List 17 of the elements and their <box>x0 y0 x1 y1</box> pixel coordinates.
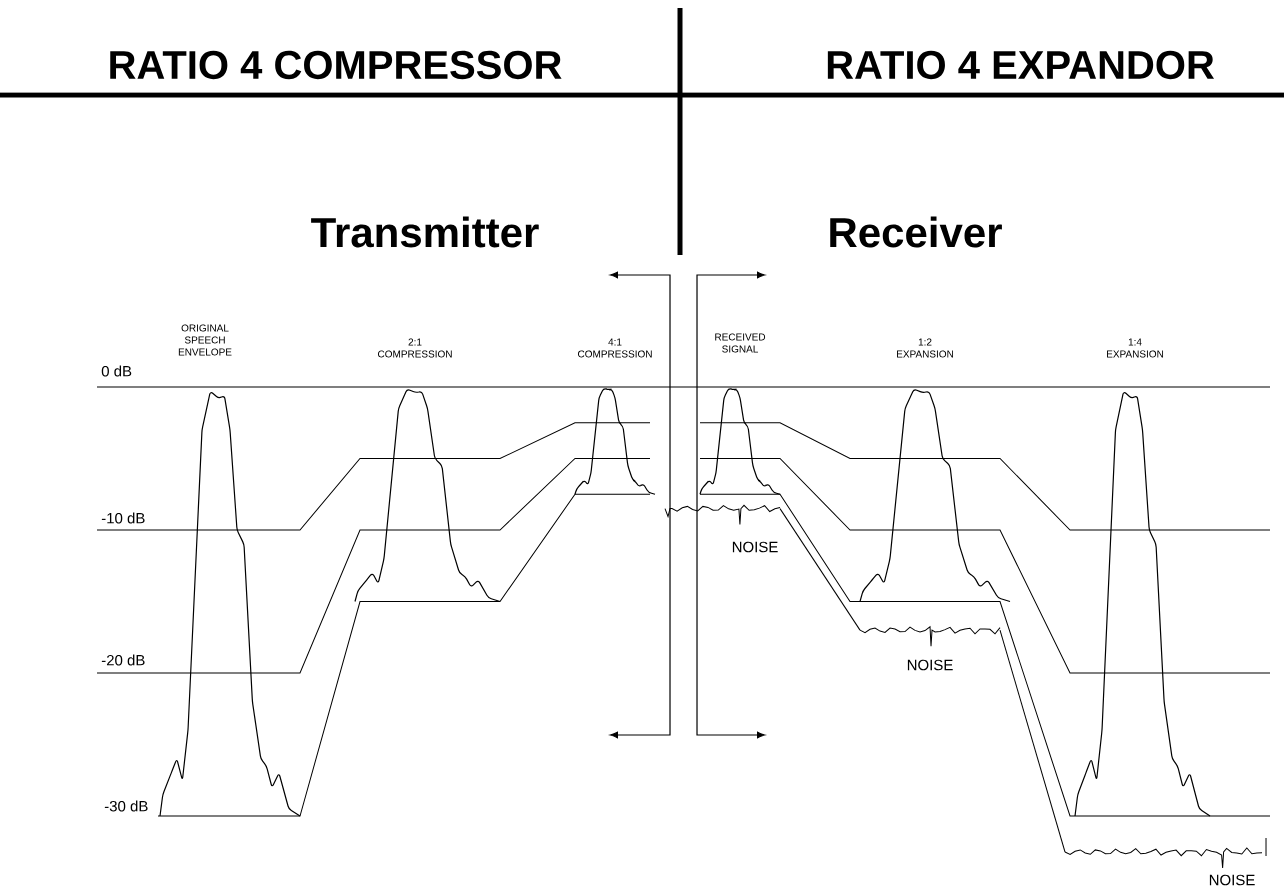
section-title: Transmitter <box>311 216 539 248</box>
column-label: RECEIVED SIGNAL <box>715 333 766 353</box>
column-label: 1:2 EXPANSION <box>897 338 953 358</box>
heading: RATIO 4 EXPANDOR <box>827 50 1215 80</box>
noise-label: NOISE <box>1209 874 1255 886</box>
section-title: Receiver <box>830 216 1002 248</box>
column-label: ORIGINAL SPEECH ENVELOPE <box>178 324 232 356</box>
level-label: -30 dB <box>104 800 148 812</box>
level-label: -10 dB <box>101 512 145 524</box>
column-label: 4:1 COMPRESSION <box>578 338 652 358</box>
level-label: -20 dB <box>101 654 145 666</box>
noise-label: NOISE <box>732 541 778 553</box>
noise-label: NOISE <box>907 659 953 671</box>
level-label: 0 dB <box>101 365 132 377</box>
column-label: 1:4 EXPANSION <box>1107 338 1163 358</box>
heading: RATIO 4 COMPRESSOR <box>110 50 562 80</box>
column-label: 2:1 COMPRESSION <box>378 338 452 358</box>
